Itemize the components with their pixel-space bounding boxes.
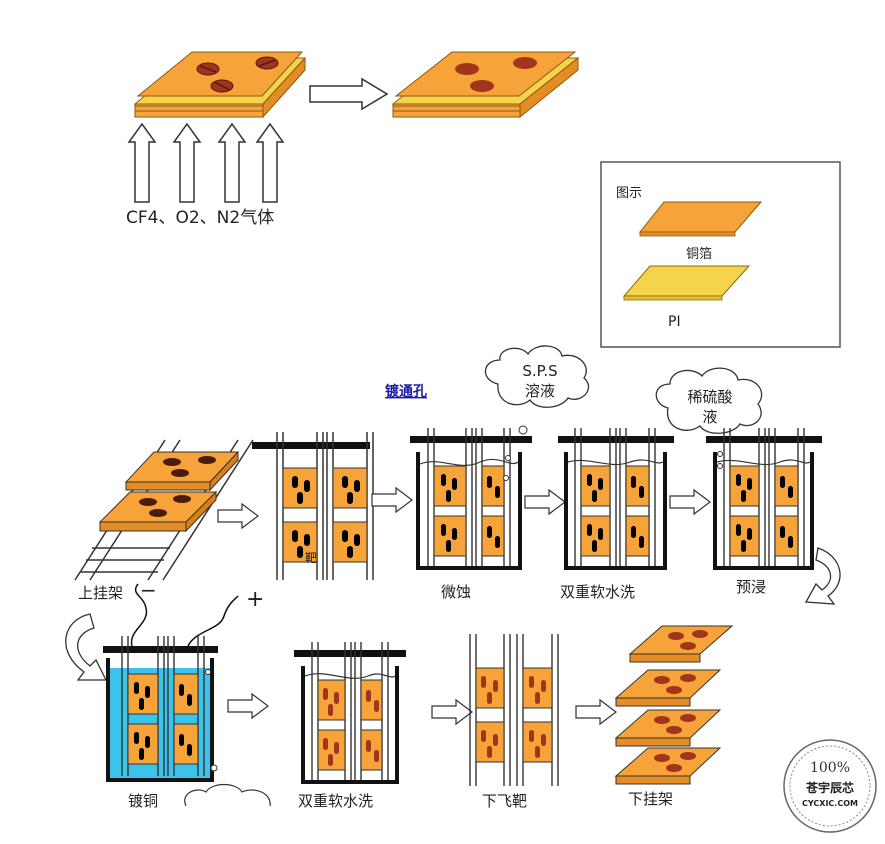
- watermark-brand: 苍宇辰芯: [805, 780, 854, 795]
- step-load-rack-label: 上挂架: [78, 584, 123, 602]
- process-arrow-icon: [309, 77, 389, 111]
- step-microetch-label: 微蚀: [441, 583, 471, 601]
- step-unload-fixture-label: 下飞靶: [482, 792, 527, 810]
- gas-label: CF4、O2、N2气体: [126, 208, 274, 228]
- arrow-1-icon: [217, 503, 259, 529]
- legend-pi-label: PI: [668, 314, 681, 330]
- legend-copper-label: 铜箔: [686, 246, 712, 262]
- arrow-2-icon: [371, 487, 413, 513]
- panel-stack-item: [614, 709, 722, 747]
- hole-icon: [196, 62, 220, 76]
- step-unload-panels: [614, 625, 734, 785]
- watermark-percent: 100%: [810, 760, 850, 776]
- panel-stack-item: [614, 669, 722, 707]
- arrow-7-icon: [575, 699, 617, 725]
- watermark-seal: 100% 苍宇辰芯 CYCXIC.COM: [783, 739, 877, 833]
- arrow-5-icon: [227, 693, 269, 719]
- plasma-stage-before: [133, 51, 307, 119]
- legend-box: 图示 铜箔 PI: [600, 161, 841, 348]
- arrow-6-icon: [431, 699, 473, 725]
- minus-sign: −: [140, 578, 157, 602]
- plasma-stage-after: [391, 51, 580, 119]
- hole-icon: [513, 57, 537, 69]
- acid-cloud: 稀硫酸 液: [655, 367, 763, 434]
- hole-icon: [455, 63, 479, 75]
- step-load-rack: [74, 439, 254, 581]
- sps-cloud-line2: 溶液: [525, 382, 555, 400]
- step-rinse2-label: 双重软水洗: [298, 792, 373, 810]
- gas-arrows: [128, 123, 284, 203]
- arrow-4-icon: [669, 489, 711, 515]
- step-fixture: [252, 432, 374, 580]
- curved-arrow-left-icon: [65, 613, 108, 681]
- step-predip-label: 预浸: [736, 578, 766, 596]
- step-rinse2-tank: [294, 642, 406, 784]
- step-unload-fixture: [469, 634, 559, 786]
- step-predip-tank: [706, 428, 822, 570]
- arrow-3-icon: [524, 489, 566, 515]
- hole-icon: [255, 56, 279, 70]
- sps-cloud-line1: S.P.S: [522, 362, 557, 380]
- step-plating-label: 镀铜: [128, 792, 158, 810]
- step-microetch-tank: [410, 428, 532, 570]
- pi-swatch-icon: [622, 265, 751, 301]
- acid-cloud-line2: 液: [702, 408, 717, 426]
- up-arrow-icon: [256, 123, 284, 203]
- sps-solution-cloud: S.P.S 溶液: [484, 345, 590, 408]
- step-rinse1-tank: [558, 428, 674, 570]
- panel-stack-item: [614, 747, 722, 785]
- plus-sign: +: [246, 587, 264, 612]
- fixture-label: 靶: [305, 551, 317, 565]
- panel-stack-item: [628, 625, 734, 663]
- hole-icon: [210, 79, 234, 93]
- hole-icon: [470, 80, 494, 92]
- legend-title: 图示: [616, 186, 642, 201]
- up-arrow-icon: [173, 123, 201, 203]
- watermark-site: CYCXIC.COM: [802, 799, 858, 808]
- curved-arrow-right-icon: [804, 547, 841, 605]
- up-arrow-icon: [128, 123, 156, 203]
- acid-cloud-line1: 稀硫酸: [687, 388, 732, 406]
- up-arrow-icon: [218, 123, 246, 203]
- step-plating-tank: [103, 583, 239, 782]
- step-rinse1-label: 双重软水洗: [560, 583, 635, 601]
- process-title: 镀通孔: [385, 383, 427, 400]
- step-unload-rack-label: 下挂架: [628, 790, 673, 808]
- cut-cloud-icon: [184, 783, 271, 807]
- copper-swatch-icon: [638, 201, 763, 237]
